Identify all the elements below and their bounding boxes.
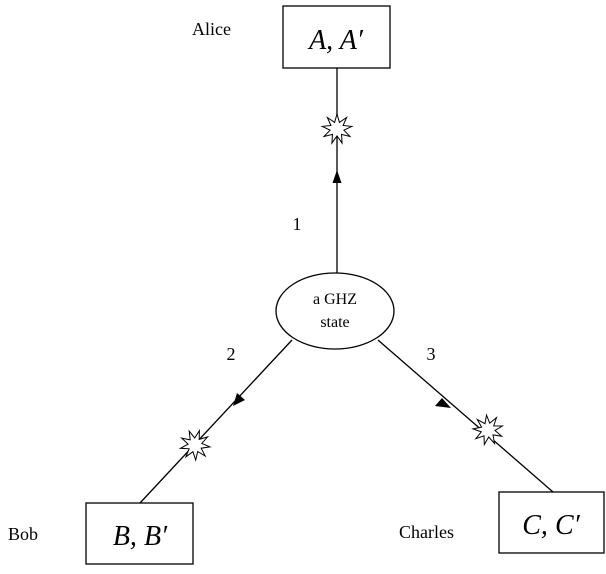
particle-label-3: 3 [427, 344, 436, 364]
bob-name: Bob [8, 524, 38, 544]
starburst-icon-alice [320, 112, 354, 145]
bob-settings: B, B′ [113, 521, 168, 552]
alice-name: Alice [192, 19, 231, 39]
charles-settings: C, C′ [522, 510, 580, 541]
charles-measurement-box [498, 491, 605, 554]
starburst-icon-charles [471, 413, 505, 447]
alice-measurement-box [282, 5, 391, 69]
arrowhead-icon-charles [435, 398, 451, 408]
source-label-line2: state [320, 314, 349, 331]
channel-line-charles [377, 339, 554, 493]
ghz-source-ellipse [275, 272, 395, 350]
alice-settings: A, A′ [307, 25, 364, 56]
charles-name: Charles [399, 522, 454, 542]
source-label-line1: a GHZ [313, 291, 357, 308]
bob-measurement-box [85, 502, 194, 565]
arrowhead-icon-alice [332, 170, 342, 183]
starburst-icon-bob [178, 428, 212, 462]
channel-line-bob [139, 339, 293, 504]
particle-label-2: 2 [227, 344, 236, 364]
arrowhead-icon-bob [233, 393, 245, 406]
particle-label-1: 1 [293, 214, 302, 234]
